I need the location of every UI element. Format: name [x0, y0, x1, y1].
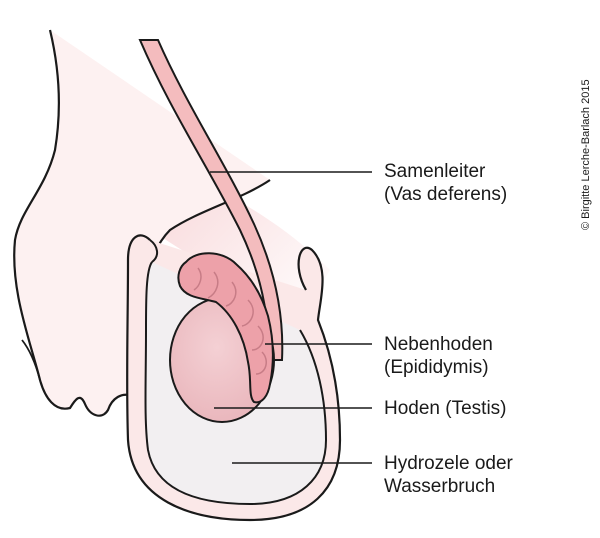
- hydrozele-label: Hydrozele oder Wasserbruch: [384, 452, 513, 498]
- epididymis-coil-lines: [193, 267, 267, 375]
- scrotum-neck: [149, 239, 158, 263]
- hydrozele-label-line2: Wasserbruch: [384, 476, 496, 497]
- samenleiter-label-line2: (Vas deferens): [384, 184, 508, 205]
- epididymis: [177, 252, 274, 404]
- samenleiter-label-line1: Samenleiter: [384, 161, 486, 182]
- nebenhoden-label-line2: (Epididymis): [384, 357, 489, 378]
- nebenhoden-label: Nebenhoden (Epididymis): [384, 333, 493, 379]
- samenleiter-label: Samenleiter (Vas deferens): [384, 160, 507, 206]
- hoden-label-line1: Hoden (Testis): [384, 398, 507, 419]
- copyright-notice: © Birgitte Lerche-Barlach 2015: [580, 79, 592, 230]
- nebenhoden-label-line1: Nebenhoden: [384, 334, 493, 355]
- hoden-label: Hoden (Testis): [384, 397, 507, 420]
- penis-fold-line: [21, 339, 41, 381]
- hydrozele-label-line1: Hydrozele oder: [384, 453, 513, 474]
